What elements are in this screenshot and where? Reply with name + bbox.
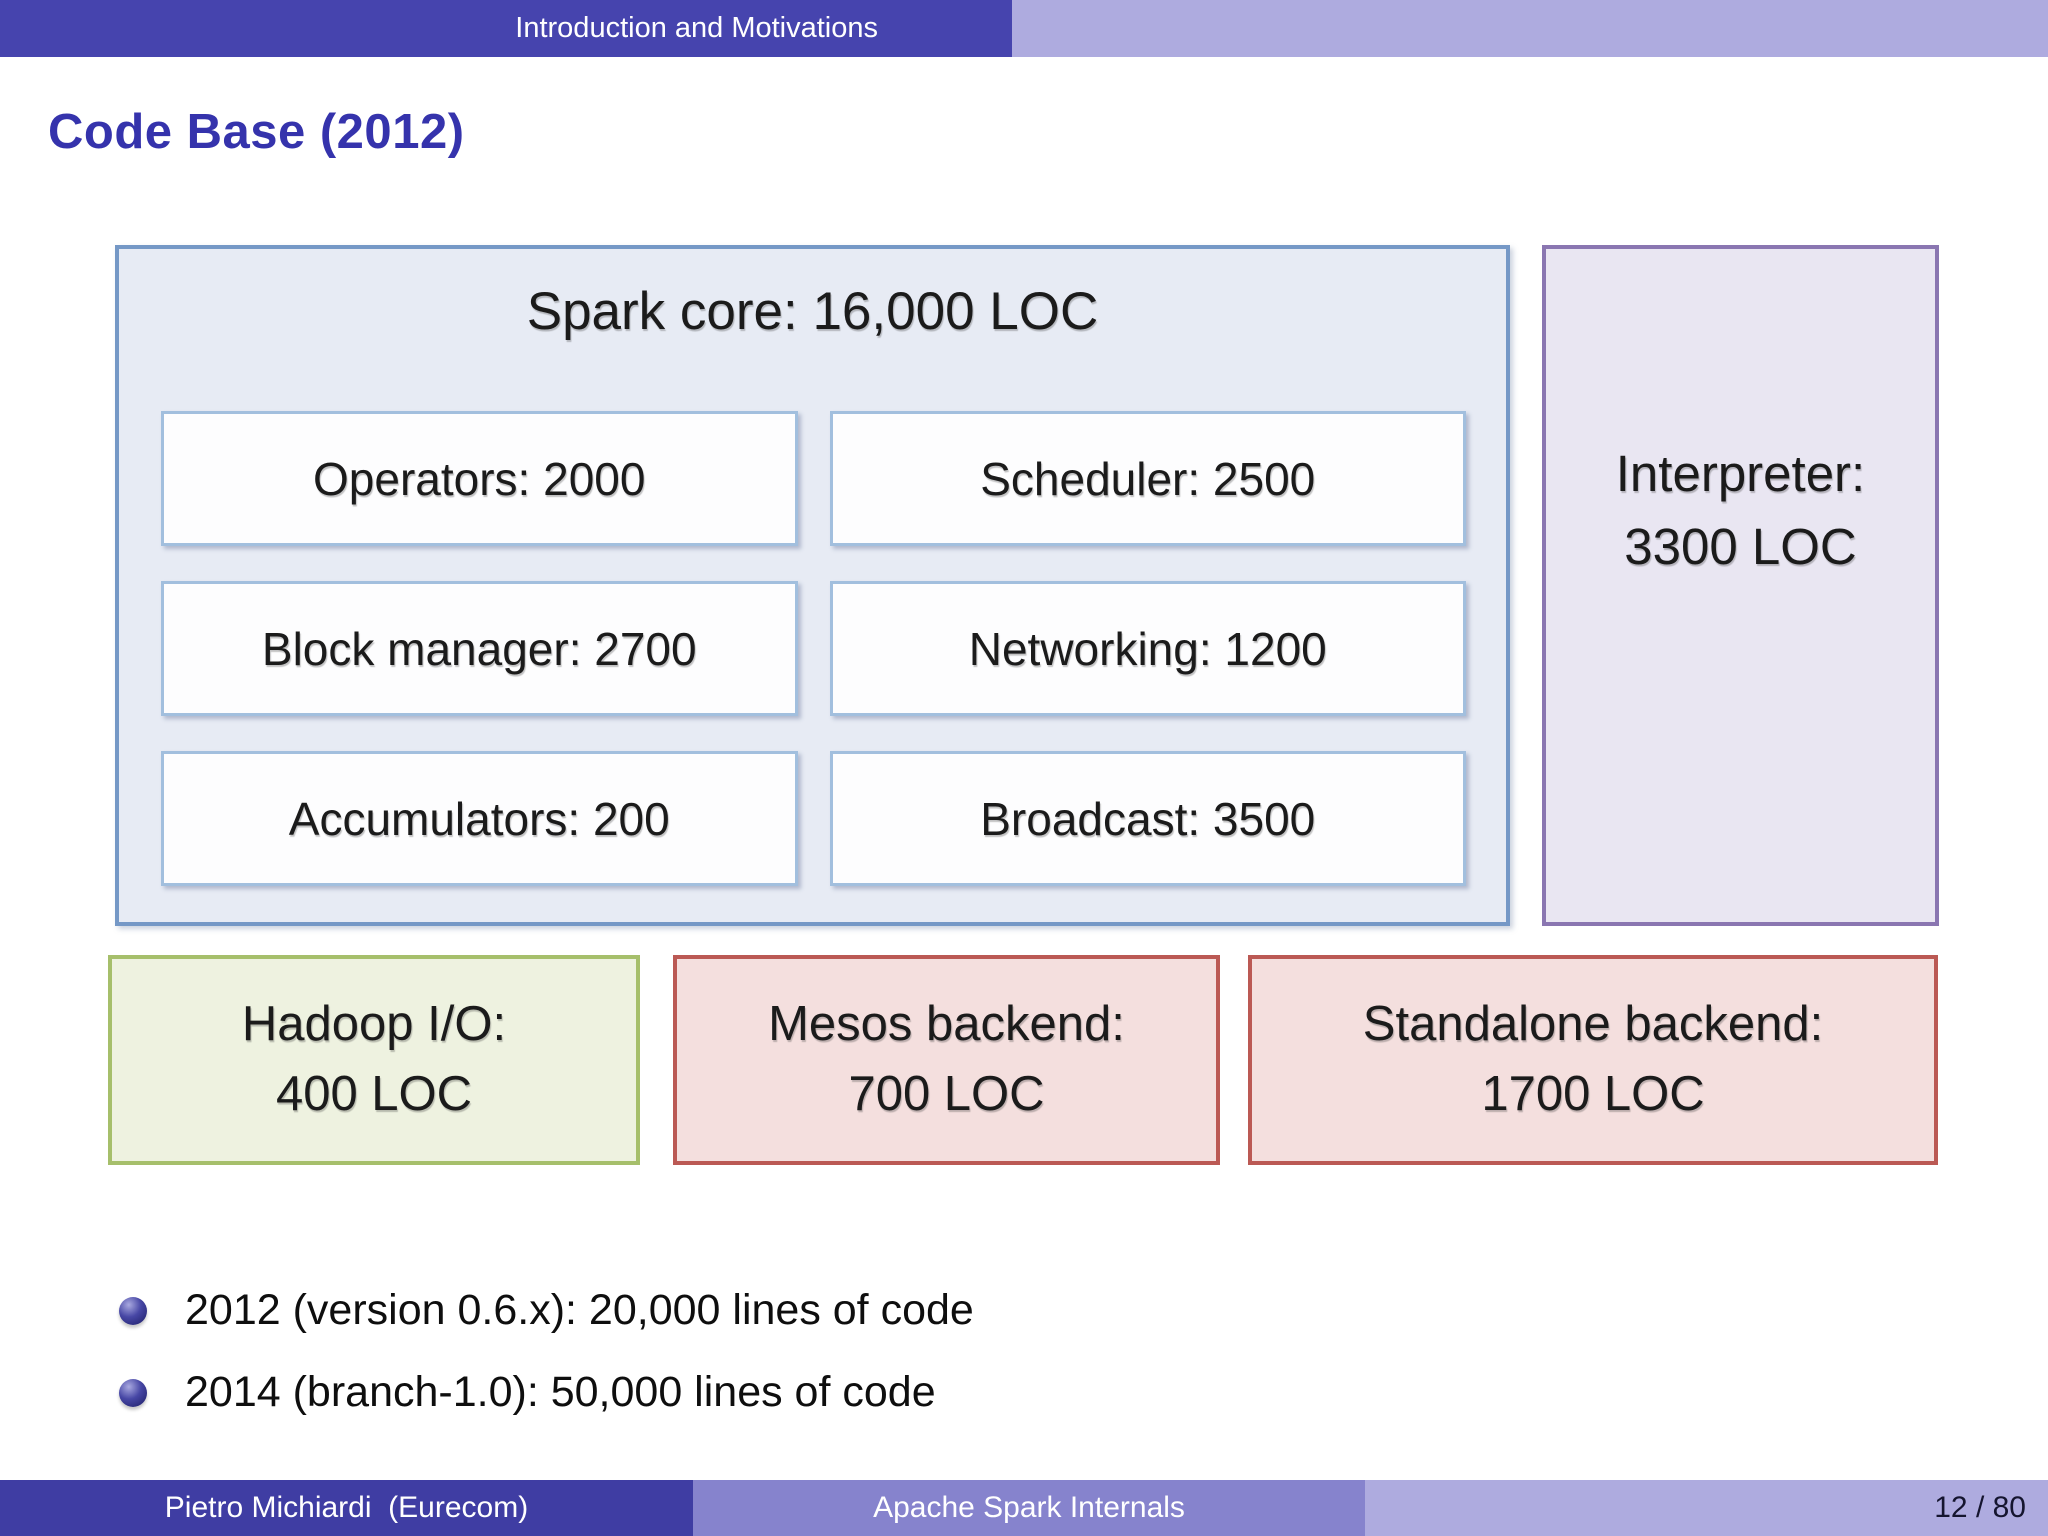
spark-core-component-grid: Operators: 2000 Scheduler: 2500 Block ma… — [161, 411, 1466, 886]
header-subsection-area — [1012, 0, 2048, 57]
component-operators: Operators: 2000 — [161, 411, 798, 546]
header-bar: Introduction and Motivations — [0, 0, 2048, 57]
header-section-area: Introduction and Motivations — [0, 0, 1012, 57]
hadoop-io-box: Hadoop I/O: 400 LOC — [108, 955, 640, 1165]
bullet-text-2012: 2012 (version 0.6.x): 20,000 lines of co… — [185, 1286, 974, 1334]
mesos-backend-box: Mesos backend: 700 LOC — [673, 955, 1220, 1165]
standalone-backend-label-line1: Standalone backend: — [1362, 997, 1824, 1052]
interpreter-box: Interpreter: 3300 LOC — [1542, 245, 1939, 926]
footer-page-number: 12 / 80 — [1365, 1480, 2048, 1536]
bullet-text-2014: 2014 (branch-1.0): 50,000 lines of code — [185, 1368, 936, 1416]
component-block-manager: Block manager: 2700 — [161, 581, 798, 716]
bullet-ball-icon — [119, 1378, 147, 1407]
footer-author: Pietro Michiardi (Eurecom) — [0, 1480, 693, 1536]
standalone-backend-label-line2: 1700 LOC — [1481, 1067, 1705, 1121]
bullet-ball-icon — [119, 1296, 147, 1325]
bullet-list: 2012 (version 0.6.x): 20,000 lines of co… — [119, 1286, 974, 1450]
interpreter-label-line2: 3300 LOC — [1624, 517, 1857, 575]
mesos-backend-label-line1: Mesos backend: — [768, 997, 1125, 1052]
list-item: 2014 (branch-1.0): 50,000 lines of code — [119, 1368, 974, 1417]
footer-bar: Pietro Michiardi (Eurecom) Apache Spark … — [0, 1480, 2048, 1536]
spark-core-title: Spark core: 16,000 LOC — [526, 282, 1099, 341]
component-broadcast: Broadcast: 3500 — [829, 751, 1466, 886]
standalone-backend-box: Standalone backend: 1700 LOC — [1248, 955, 1938, 1165]
header-section-label: Introduction and Motivations — [515, 12, 878, 44]
interpreter-label-line1: Interpreter: — [1615, 445, 1866, 503]
footer-deck-title: Apache Spark Internals — [693, 1480, 1365, 1536]
list-item: 2012 (version 0.6.x): 20,000 lines of co… — [119, 1286, 974, 1335]
hadoop-io-label-line1: Hadoop I/O: — [241, 997, 507, 1052]
component-scheduler: Scheduler: 2500 — [829, 411, 1466, 546]
component-accumulators: Accumulators: 200 — [161, 751, 798, 886]
hadoop-io-label-line2: 400 LOC — [275, 1067, 473, 1121]
page-title: Code Base (2012) — [48, 105, 465, 159]
mesos-backend-label-line2: 700 LOC — [848, 1067, 1045, 1121]
component-networking: Networking: 1200 — [829, 581, 1466, 716]
spark-core-box: Spark core: 16,000 LOC Operators: 2000 S… — [115, 245, 1510, 926]
